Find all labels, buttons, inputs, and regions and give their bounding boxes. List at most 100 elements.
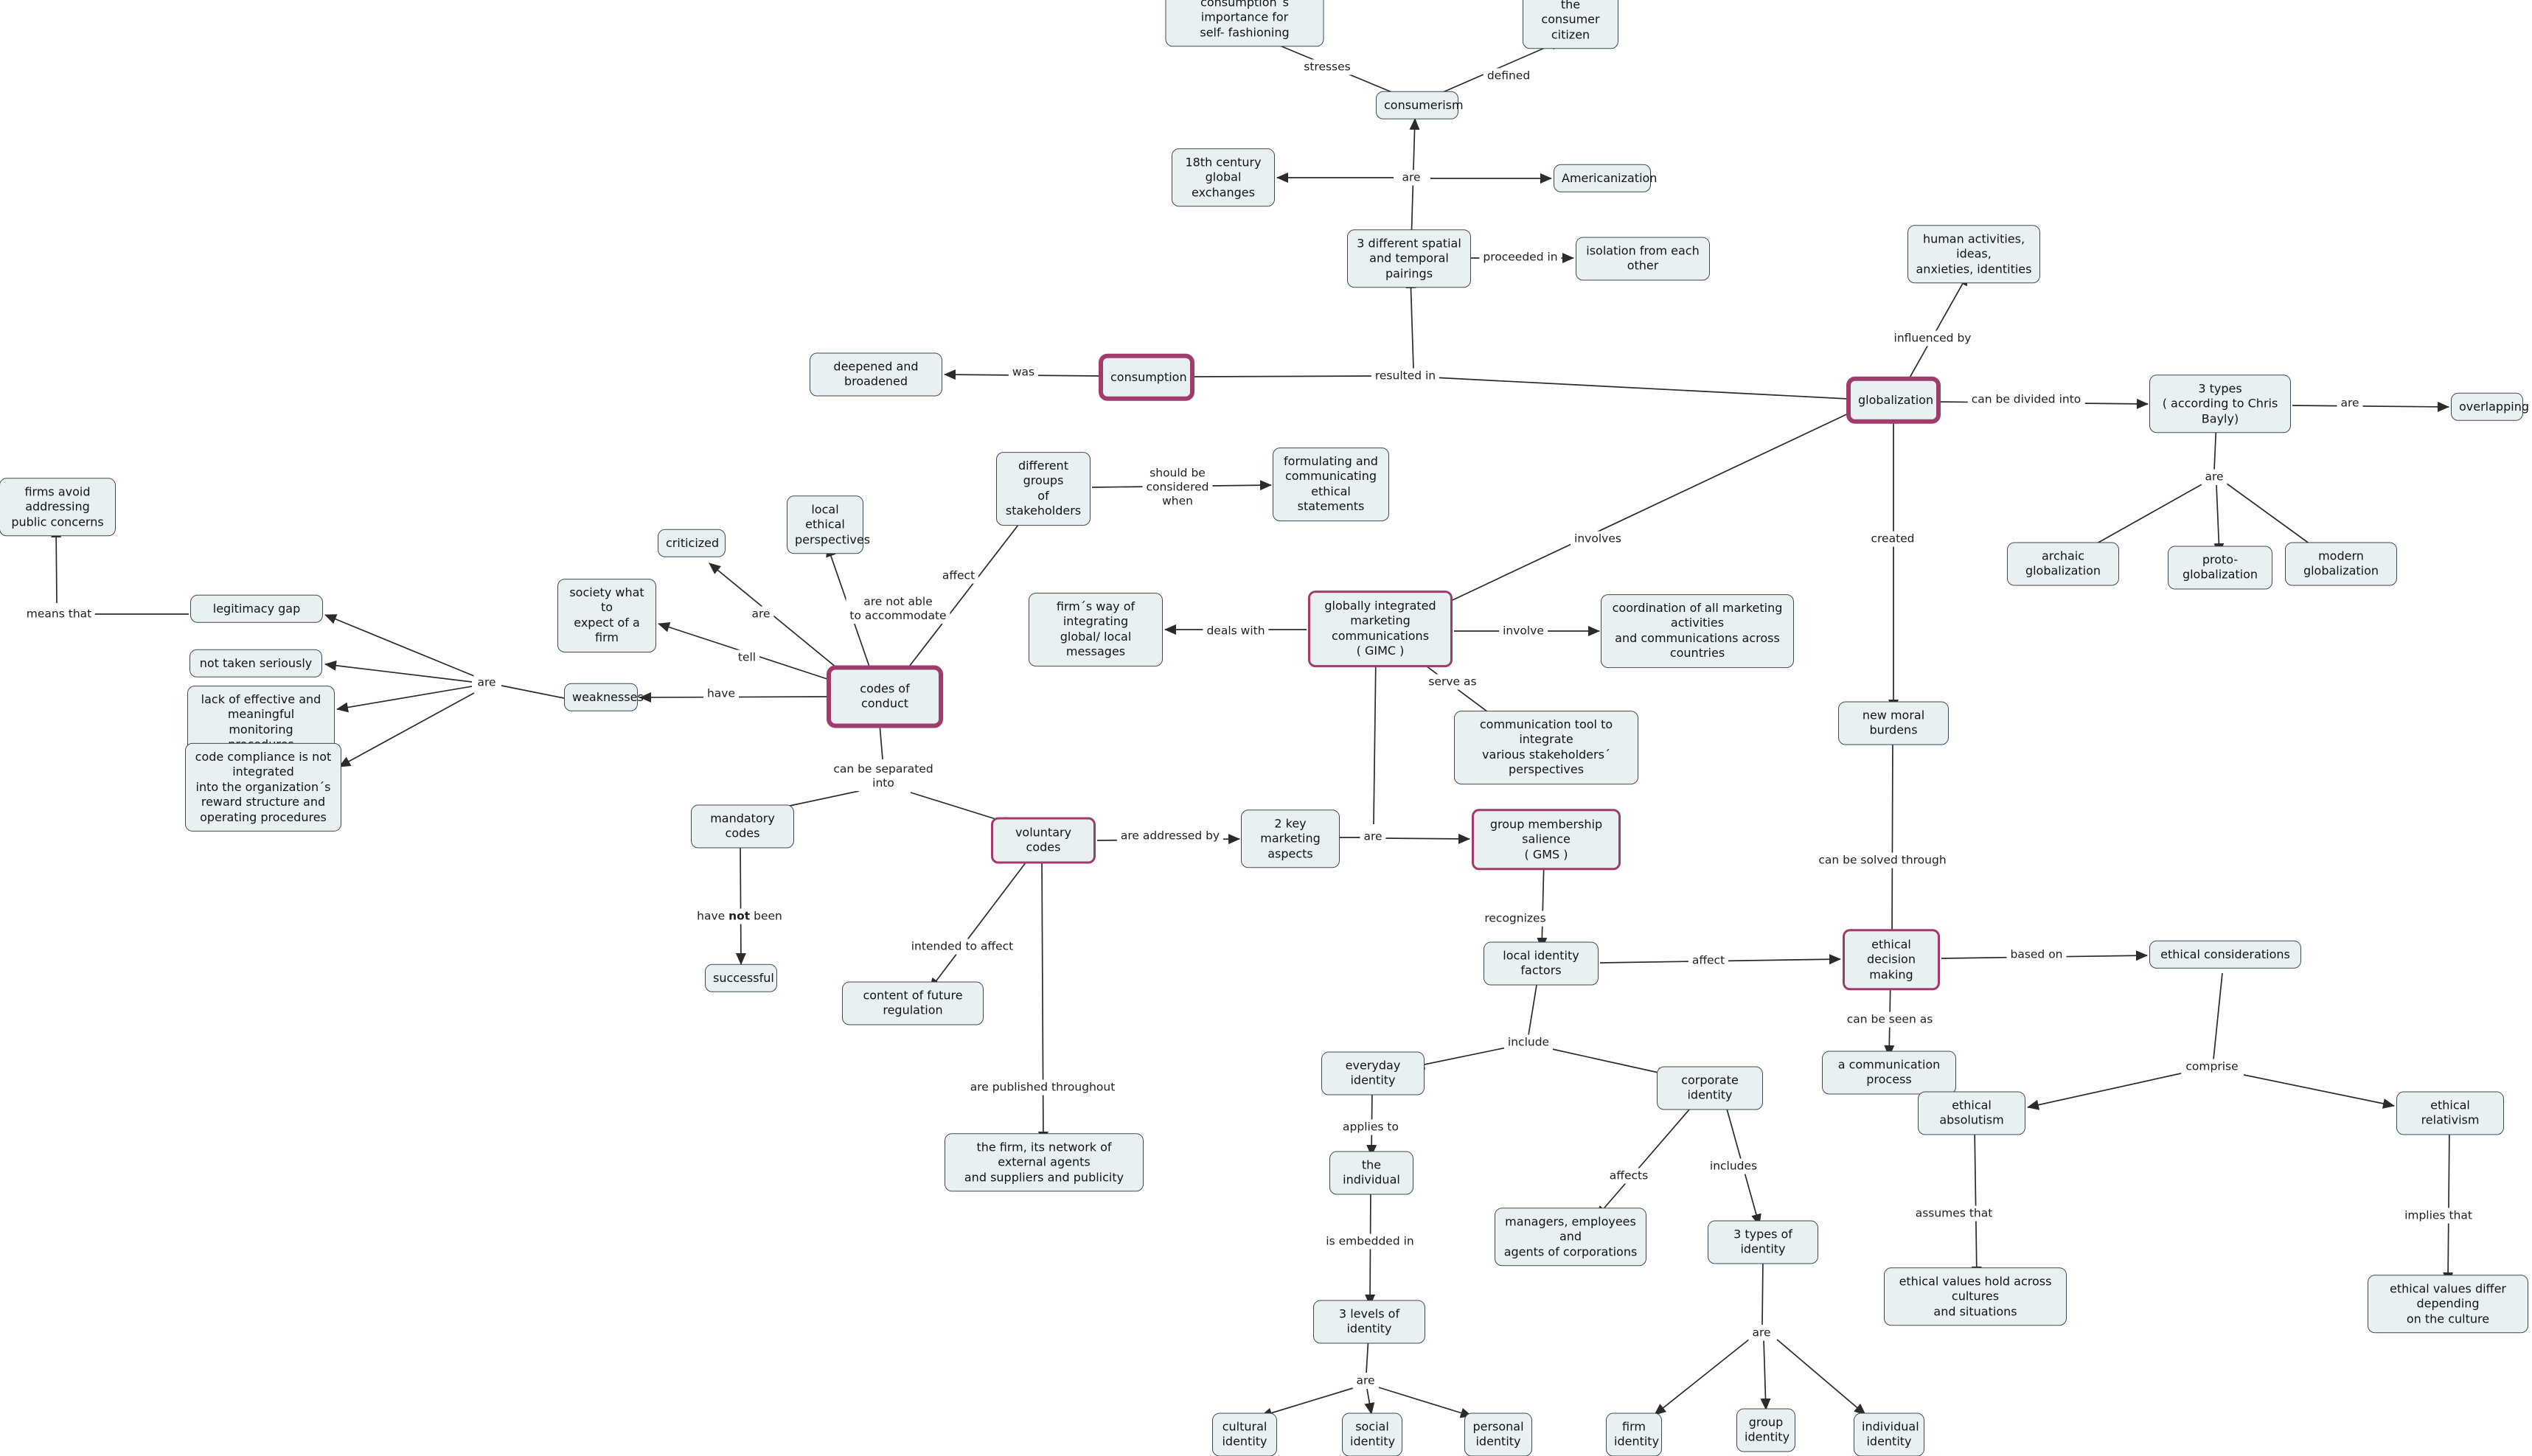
linking-phrase[interactable]: are [748, 606, 774, 622]
node-18th-century-global-exchanges[interactable]: 18th century global exchanges [1172, 148, 1275, 207]
node-consumption-importance[interactable]: consumption´s importance for self- fashi… [1165, 0, 1324, 47]
linking-phrase[interactable]: involve [1499, 623, 1548, 639]
node-human-activities[interactable]: human activities, ideas, anxieties, iden… [1907, 225, 2040, 284]
node-legitimacy-gap[interactable]: legitimacy gap [190, 594, 323, 624]
linking-phrase[interactable]: is embedded in [1322, 1233, 1418, 1250]
node-corporate-identity[interactable]: corporate identity [1657, 1066, 1763, 1110]
node-group-identity[interactable]: group identity [1736, 1408, 1795, 1452]
node-3-types[interactable]: 3 types ( according to Chris Bayly) [2149, 375, 2291, 433]
node-ethical-values-differ[interactable]: ethical values differ depending on the c… [2368, 1275, 2528, 1334]
linking-phrase[interactable]: can be divided into [1967, 391, 2085, 408]
linking-phrase[interactable]: can be separated into [829, 762, 937, 791]
linking-phrase[interactable]: are not able to accommodate [846, 594, 950, 624]
linking-phrase[interactable]: are [1398, 170, 1425, 186]
node-voluntary-codes[interactable]: voluntary codes [991, 817, 1096, 864]
node-content-future-regulation[interactable]: content of future regulation [842, 981, 984, 1025]
node-a-communication-process[interactable]: a communication process [1822, 1051, 1956, 1095]
node-the-individual[interactable]: the individual [1329, 1151, 1413, 1195]
node-ethical-considerations[interactable]: ethical considerations [2149, 940, 2301, 969]
linking-phrase[interactable]: serve as [1425, 674, 1481, 690]
node-group-membership-salience[interactable]: group membership salience ( GMS ) [1472, 809, 1621, 871]
node-communication-tool[interactable]: communication tool to integrate various … [1454, 711, 1638, 784]
linking-phrase[interactable]: applies to [1339, 1119, 1402, 1135]
node-ethical-relativism[interactable]: ethical relativism [2396, 1091, 2504, 1135]
linking-phrase[interactable]: involves [1571, 531, 1625, 547]
linking-phrase[interactable]: tell [734, 649, 760, 666]
node-3-types-of-identity[interactable]: 3 types of identity [1708, 1220, 1818, 1264]
linking-phrase[interactable]: are published throughout [966, 1079, 1119, 1096]
linking-phrase[interactable]: intended to affect [907, 938, 1018, 955]
linking-phrase[interactable]: can be solved through [1815, 852, 1950, 868]
linking-phrase[interactable]: assumes that [1911, 1205, 1997, 1222]
node-society-expect-firm[interactable]: society what to expect of a firm [557, 579, 656, 652]
linking-phrase[interactable]: influenced by [1890, 330, 1975, 346]
node-managers-employees[interactable]: managers, employees and agents of corpor… [1495, 1208, 1646, 1267]
node-2-key-marketing-aspects[interactable]: 2 key marketing aspects [1241, 809, 1340, 868]
linking-phrase[interactable]: deals with [1203, 623, 1269, 639]
node-firms-avoid-public-concerns[interactable]: firms avoid addressing public concerns [0, 478, 116, 537]
node-proto-globalization[interactable]: proto-globalization [2168, 546, 2272, 590]
linking-phrase[interactable]: proceeded in [1479, 249, 1562, 265]
linking-phrase[interactable]: comprise [2182, 1059, 2242, 1075]
node-modern-globalization[interactable]: modern globalization [2285, 542, 2397, 586]
linking-phrase[interactable]: based on [2006, 947, 2067, 963]
linking-phrase[interactable]: means that [22, 606, 96, 622]
linking-phrase[interactable]: was [1008, 364, 1039, 380]
linking-phrase[interactable]: affect [938, 568, 979, 584]
node-formulating-statements[interactable]: formulating and communicating ethical st… [1273, 447, 1389, 521]
linking-phrase[interactable]: implies that [2401, 1208, 2476, 1224]
node-ethical-absolutism[interactable]: ethical absolutism [1918, 1091, 2025, 1135]
linking-phrase[interactable]: defined [1483, 68, 1534, 84]
node-isolation-from-each-other[interactable]: isolation from each other [1576, 237, 1710, 281]
linking-phrase[interactable]: created [1867, 531, 1919, 547]
node-different-groups-stakeholders[interactable]: different groups of stakeholders [996, 452, 1091, 526]
node-everyday-identity[interactable]: everyday identity [1321, 1051, 1425, 1096]
node-deepened-and-broadened[interactable]: deepened and broadened [810, 352, 942, 397]
node-consumer-citizen[interactable]: the consumer citizen [1523, 0, 1618, 49]
node-individual-identity[interactable]: individual identity [1854, 1413, 1924, 1456]
linking-phrase[interactable]: resulted in [1371, 368, 1440, 384]
node-not-taken-seriously[interactable]: not taken seriously [189, 649, 322, 678]
node-firm-network[interactable]: the firm, its network of external agents… [945, 1133, 1144, 1192]
linking-phrase[interactable]: are addressed by [1116, 828, 1224, 844]
linking-phrase[interactable]: have [703, 686, 740, 702]
node-overlapping[interactable]: overlapping [2451, 392, 2529, 422]
node-mandatory-codes[interactable]: mandatory codes [691, 804, 794, 849]
node-3-spatial-temporal-pairings[interactable]: 3 different spatial and temporal pairing… [1347, 229, 1471, 288]
node-americanization[interactable]: Americanization [1554, 164, 1657, 193]
linking-phrase[interactable]: can be seen as [1843, 1011, 1937, 1028]
node-firm-identity[interactable]: firm identity [1606, 1413, 1662, 1456]
linking-phrase[interactable]: are [473, 675, 500, 691]
node-consumption[interactable]: consumption [1099, 353, 1194, 402]
linking-phrase[interactable]: affect [1688, 952, 1729, 969]
node-local-identity-factors[interactable]: local identity factors [1484, 941, 1599, 986]
node-successful[interactable]: successful [705, 964, 777, 993]
node-codes-of-conduct[interactable]: codes of conduct [827, 665, 943, 728]
node-firms-way-integrating[interactable]: firm´s way of integrating global/ local … [1029, 593, 1163, 666]
node-code-compliance[interactable]: code compliance is not integrated into t… [185, 742, 341, 832]
linking-phrase[interactable]: are [1352, 1373, 1379, 1389]
linking-phrase[interactable]: are [1360, 829, 1386, 845]
node-weaknesses[interactable]: weaknesses [564, 683, 644, 712]
node-ethical-decision-making[interactable]: ethical decision making [1843, 929, 1940, 991]
node-gimc[interactable]: globally integrated marketing communicat… [1308, 591, 1453, 667]
node-local-ethical-perspectives[interactable]: local ethical perspectives [787, 495, 870, 554]
node-consumerism[interactable]: consumerism [1376, 91, 1464, 120]
node-new-moral-burdens[interactable]: new moral burdens [1838, 701, 1949, 745]
linking-phrase[interactable]: are [2337, 395, 2363, 411]
linking-phrase[interactable]: stresses [1300, 59, 1354, 75]
node-archaic-globalization[interactable]: archaic globalization [2007, 542, 2119, 586]
node-criticized[interactable]: criticized [658, 529, 726, 558]
linking-phrase[interactable]: have not been [693, 908, 786, 924]
linking-phrase[interactable]: are [1748, 1325, 1775, 1341]
linking-phrase[interactable]: affects [1605, 1168, 1652, 1184]
linking-phrase[interactable]: recognizes [1481, 910, 1550, 927]
node-social-identity[interactable]: social identity [1342, 1413, 1402, 1456]
node-coordination-marketing[interactable]: coordination of all marketing activities… [1601, 594, 1794, 668]
node-ethical-values-hold[interactable]: ethical values hold across cultures and … [1884, 1267, 2067, 1326]
node-globalization[interactable]: globalization [1846, 376, 1941, 425]
linking-phrase[interactable]: include [1503, 1034, 1554, 1051]
linking-phrase[interactable]: includes [1705, 1158, 1761, 1174]
node-personal-identity[interactable]: personal identity [1464, 1413, 1532, 1456]
linking-phrase[interactable]: are [2201, 469, 2227, 485]
